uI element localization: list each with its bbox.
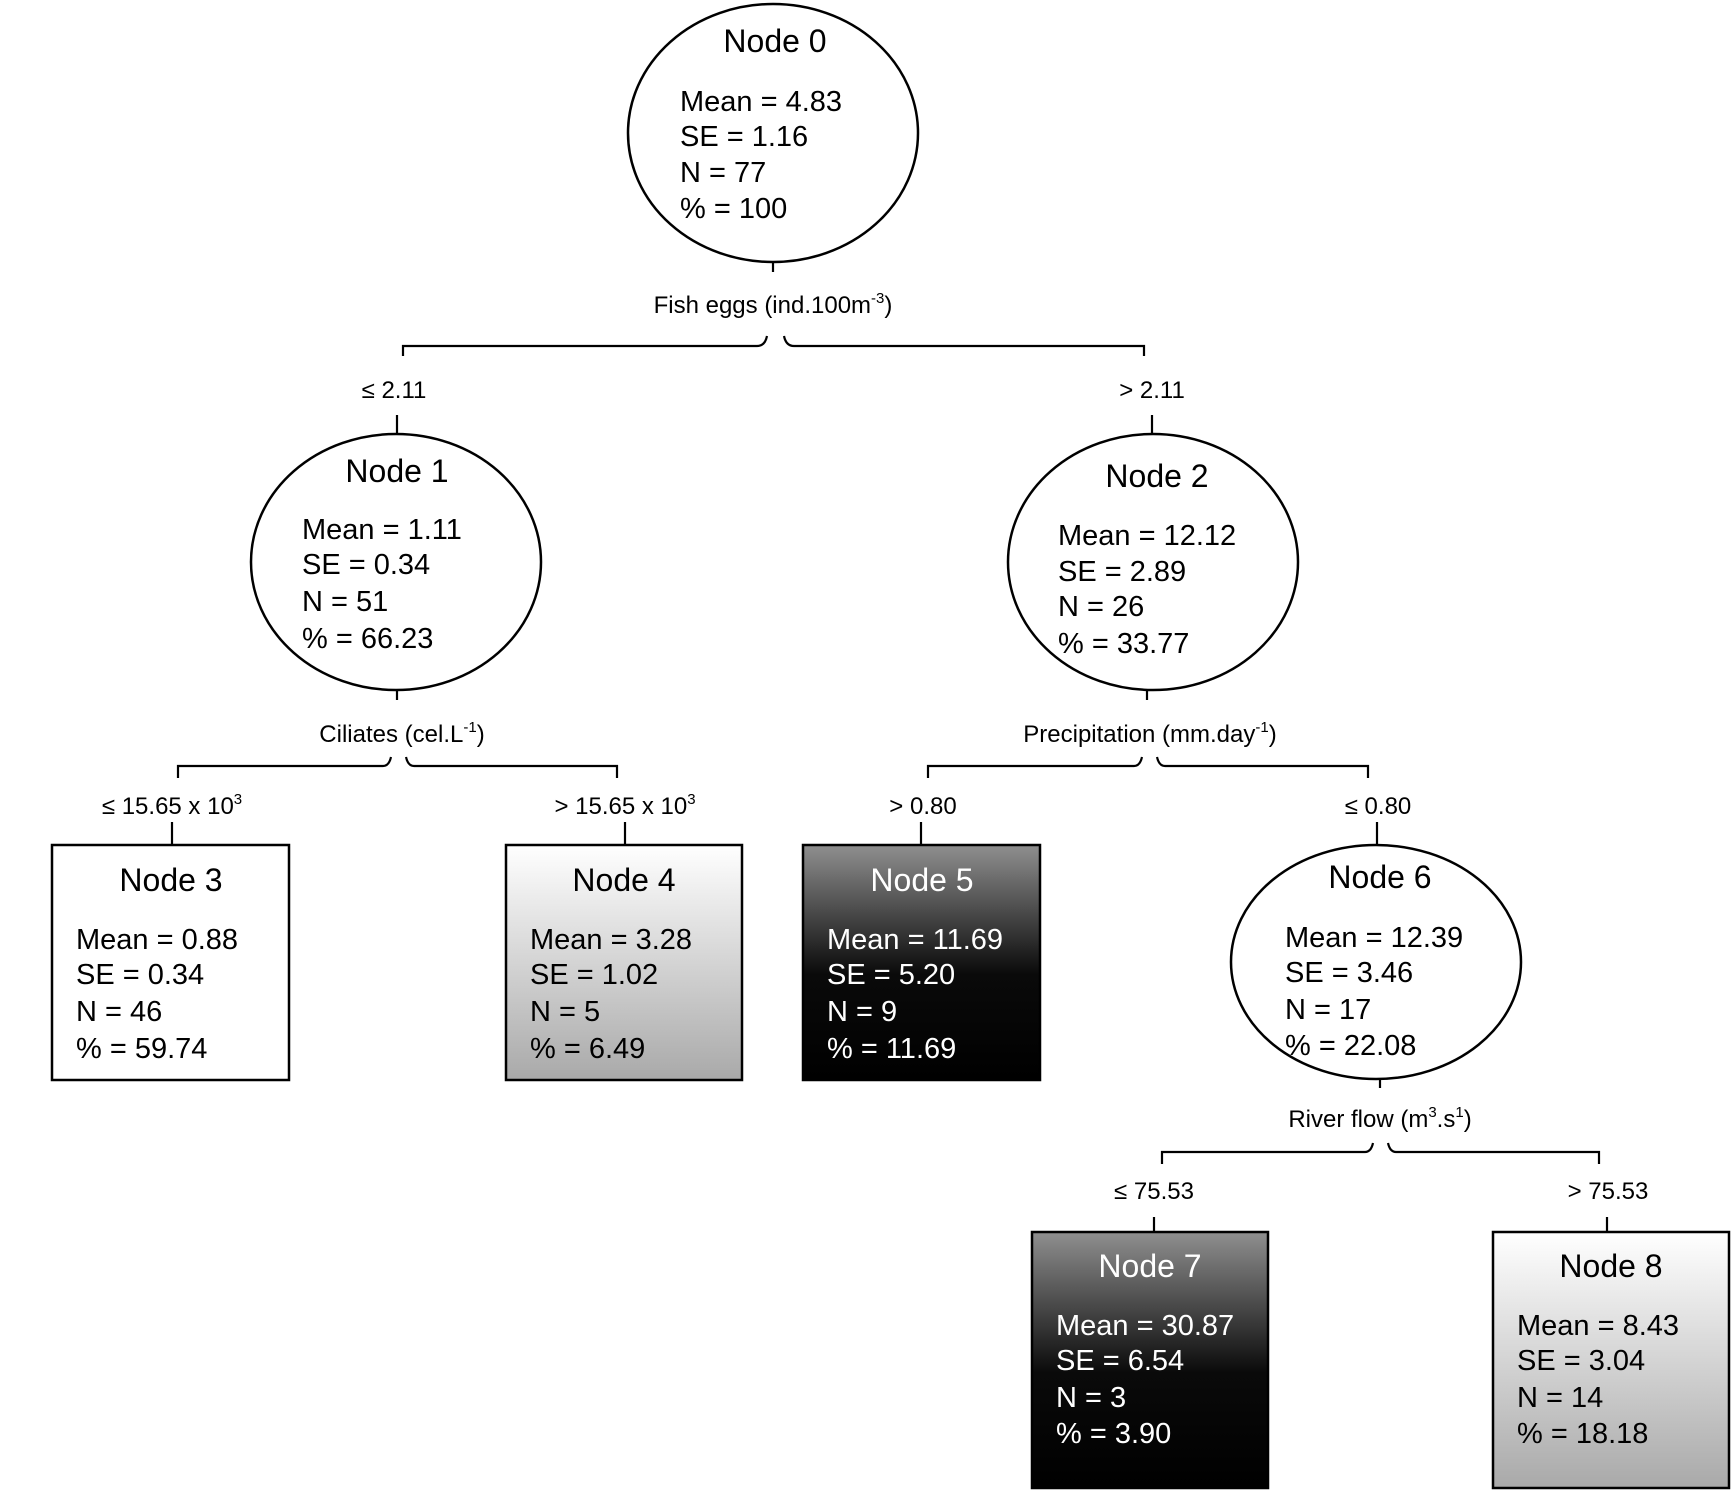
node-2-se: SE = 2.89 — [1058, 556, 1186, 588]
split-label-node-1: Ciliates (cel.L-1) — [319, 719, 484, 748]
node-7-mean: Mean = 30.87 — [1056, 1310, 1234, 1342]
node-5-se: SE = 5.20 — [827, 959, 955, 991]
node-7-n: N = 3 — [1056, 1382, 1126, 1414]
node-8: Node 8 Mean = 8.43 SE = 3.04 N = 14 % = … — [1491, 1230, 1731, 1490]
node-5-mean: Mean = 11.69 — [827, 924, 1003, 956]
condition-node-5: > 0.80 — [889, 793, 956, 820]
node-8-title: Node 8 — [1559, 1248, 1662, 1284]
node-2-mean: Mean = 12.12 — [1058, 520, 1236, 552]
node-7-se: SE = 6.54 — [1056, 1345, 1184, 1377]
node-1-n: N = 51 — [302, 586, 388, 618]
node-1-ellipse — [249, 432, 543, 692]
node-8-n: N = 14 — [1517, 1382, 1603, 1414]
node-6-mean: Mean = 12.39 — [1285, 922, 1463, 954]
node-8-se: SE = 3.04 — [1517, 1345, 1645, 1377]
node-7-box — [1030, 1230, 1270, 1490]
node-1-se: SE = 0.34 — [302, 549, 430, 581]
node-6-n: N = 17 — [1285, 994, 1371, 1026]
node-5-n: N = 9 — [827, 996, 897, 1028]
node-4-pct: % = 6.49 — [530, 1033, 645, 1065]
split-brace-node-1 — [176, 756, 619, 778]
node-8-pct: % = 18.18 — [1517, 1418, 1648, 1450]
node-2-ellipse — [1006, 432, 1300, 692]
node-5-box — [801, 843, 1042, 1082]
condition-node-8: > 75.53 — [1568, 1178, 1649, 1205]
node-3: Node 3 Mean = 0.88 SE = 0.34 N = 46 % = … — [50, 843, 291, 1082]
condition-node-2: > 2.11 — [1119, 377, 1185, 404]
split-brace-node-0 — [401, 335, 1146, 356]
node-6: Node 6 Mean = 12.39 SE = 3.46 N = 17 % =… — [1229, 843, 1523, 1081]
node-1: Node 1 Mean = 1.11 SE = 0.34 N = 51 % = … — [249, 432, 543, 692]
condition-node-6: ≤ 0.80 — [1345, 793, 1412, 820]
node-0-pct: % = 100 — [680, 193, 787, 225]
node-1-title: Node 1 — [345, 453, 448, 489]
node-3-box — [50, 843, 291, 1082]
split-label-node-2: Precipitation (mm.day-1) — [1023, 719, 1276, 748]
node-2-n: N = 26 — [1058, 591, 1144, 623]
condition-node-4: > 15.65 x 103 — [554, 791, 695, 820]
node-7: Node 7 Mean = 30.87 SE = 6.54 N = 3 % = … — [1030, 1230, 1270, 1490]
condition-node-7: ≤ 75.53 — [1114, 1178, 1194, 1205]
node-2-pct: % = 33.77 — [1058, 628, 1189, 660]
node-5-pct: % = 11.69 — [827, 1033, 956, 1065]
node-3-se: SE = 0.34 — [76, 959, 204, 991]
node-3-n: N = 46 — [76, 996, 162, 1028]
node-1-mean: Mean = 1.11 — [302, 514, 462, 546]
node-2-title: Node 2 — [1105, 458, 1208, 494]
node-4-se: SE = 1.02 — [530, 959, 658, 991]
node-6-ellipse — [1229, 843, 1523, 1081]
node-0-title: Node 0 — [723, 23, 826, 59]
split-label-node-6: River flow (m3.s1) — [1288, 1104, 1471, 1133]
node-3-pct: % = 59.74 — [76, 1033, 207, 1065]
node-6-pct: % = 22.08 — [1285, 1030, 1416, 1062]
node-6-se: SE = 3.46 — [1285, 957, 1413, 989]
node-0-mean: Mean = 4.83 — [680, 86, 842, 118]
node-5: Node 5 Mean = 11.69 SE = 5.20 N = 9 % = … — [801, 843, 1042, 1082]
split-label-node-0: Fish eggs (ind.100m-3) — [654, 290, 893, 319]
node-4-title: Node 4 — [572, 862, 675, 898]
node-4: Node 4 Mean = 3.28 SE = 1.02 N = 5 % = 6… — [504, 843, 744, 1082]
node-5-title: Node 5 — [870, 862, 973, 898]
node-8-mean: Mean = 8.43 — [1517, 1310, 1679, 1342]
node-7-pct: % = 3.90 — [1056, 1418, 1171, 1450]
node-4-n: N = 5 — [530, 996, 600, 1028]
node-8-box — [1491, 1230, 1731, 1490]
split-brace-node-6 — [1160, 1142, 1601, 1164]
connectors — [170, 262, 1609, 1232]
node-2: Node 2 Mean = 12.12 SE = 2.89 N = 26 % =… — [1006, 432, 1300, 692]
node-1-pct: % = 66.23 — [302, 623, 433, 655]
node-0-se: SE = 1.16 — [680, 121, 808, 153]
node-4-box — [504, 843, 744, 1082]
condition-node-1: ≤ 2.11 — [362, 377, 427, 404]
condition-node-3: ≤ 15.65 x 103 — [102, 791, 242, 820]
node-6-title: Node 6 — [1328, 859, 1431, 895]
split-brace-node-2 — [926, 756, 1370, 778]
node-0: Node 0 Mean = 4.83 SE = 1.16 N = 77 % = … — [626, 2, 920, 264]
node-3-title: Node 3 — [119, 862, 222, 898]
node-0-ellipse — [626, 2, 920, 264]
node-7-title: Node 7 — [1098, 1248, 1201, 1284]
node-4-mean: Mean = 3.28 — [530, 924, 692, 956]
node-0-n: N = 77 — [680, 157, 766, 189]
node-3-mean: Mean = 0.88 — [76, 924, 238, 956]
